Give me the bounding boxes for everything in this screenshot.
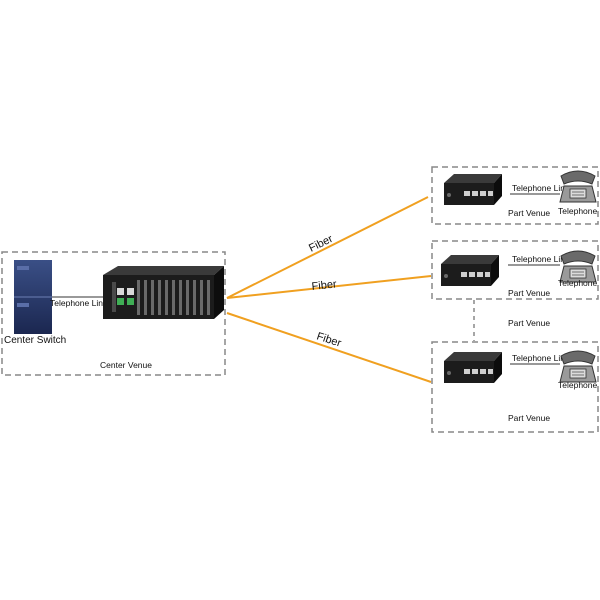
remote-site-2: Telephone Line Telephone Part Venue (431, 240, 599, 300)
part-venue-box (431, 341, 599, 433)
fiber-line-2 (226, 275, 432, 299)
part-venue-box (431, 166, 599, 225)
center-switch-label: Center Switch (4, 335, 66, 346)
media-converter-icon (441, 255, 499, 286)
center-venue-label: Center Venue (100, 360, 152, 370)
between-venue-label: Part Venue (508, 318, 550, 328)
center-venue-box (1, 251, 226, 376)
telephone-line-label: Telephone Line (512, 353, 570, 363)
telephone-label: Telephone (558, 206, 598, 216)
media-converter-icon (444, 174, 502, 205)
telephone-line-label: Telephone Line (512, 183, 570, 193)
center-line-label: Telephone Line (50, 298, 108, 308)
telephone-line-label: Telephone Line (512, 254, 570, 264)
part-venue-box (431, 240, 599, 300)
part-venue-label: Part Venue (508, 288, 550, 298)
remote-site-3: Telephone Line Telephone Part Venue (431, 341, 599, 433)
part-venue-label: Part Venue (508, 413, 550, 423)
fiber-label-2: Fiber (311, 278, 338, 293)
remote-site-1: Telephone Line Telephone Part Venue (431, 166, 599, 225)
fiber-rack-chassis-icon (103, 266, 224, 319)
telephone-icon (559, 170, 597, 203)
center-switch-icon (14, 260, 52, 334)
telephone-icon (559, 350, 597, 383)
telephone-label: Telephone (558, 380, 598, 390)
part-venue-label: Part Venue (508, 208, 550, 218)
telephone-label: Telephone (558, 278, 598, 288)
media-converter-icon (444, 352, 502, 383)
fiber-line-1 (226, 196, 429, 299)
fiber-line-3 (226, 312, 432, 383)
